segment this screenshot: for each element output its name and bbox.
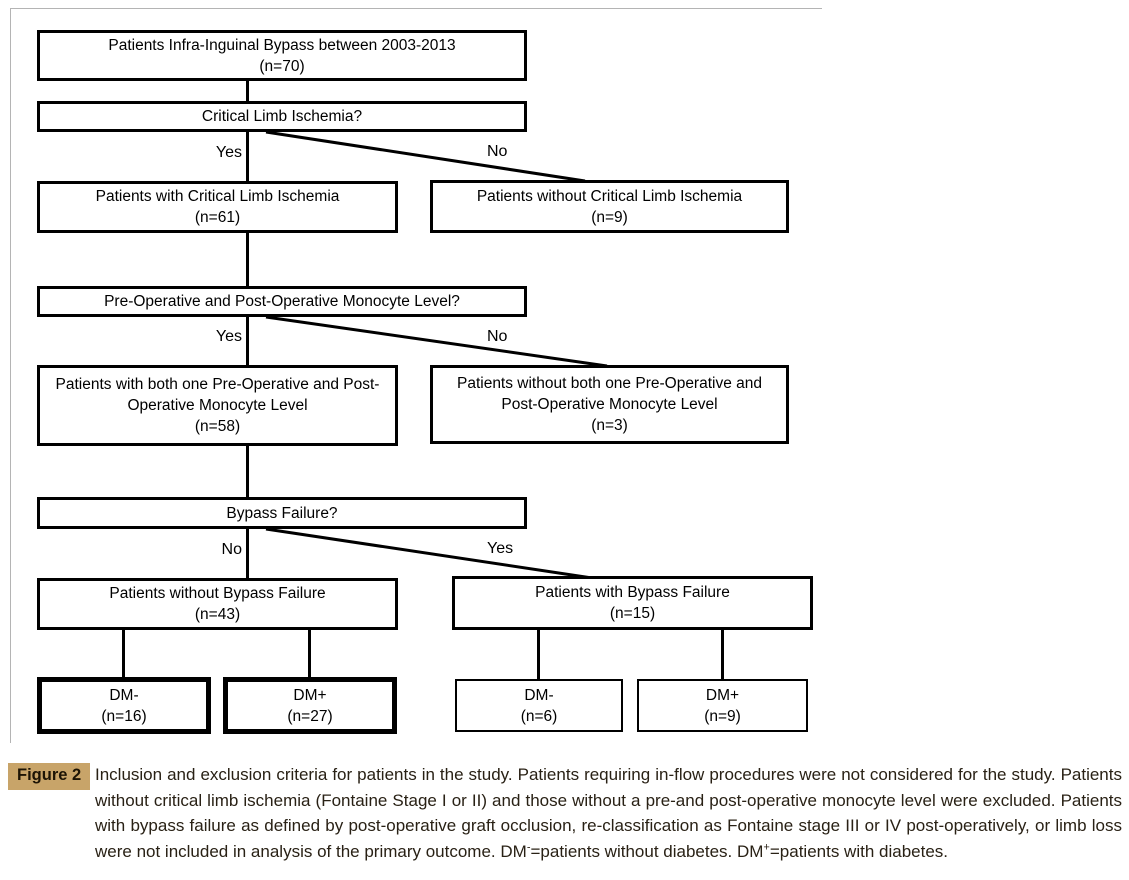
figure-caption: Inclusion and exclusion criteria for pat…	[95, 762, 1122, 864]
branch-label-q3-yes: Yes	[487, 540, 514, 557]
connector-nobf-dmneg	[122, 630, 125, 677]
connector-q1-yes	[246, 132, 249, 181]
node-with-monocyte-text: Patients with both one Pre-Operative and…	[55, 376, 380, 414]
node-dm-pos-nobf-n: (n=27)	[287, 707, 333, 725]
node-q2-text: Pre-Operative and Post-Operative Monocyt…	[104, 293, 460, 310]
node-q3-text: Bypass Failure?	[226, 504, 338, 522]
node-dm-negative-no-failure: DM- (n=16)	[37, 677, 211, 734]
node-dm-positive-failure: DM+ (n=9)	[637, 679, 808, 732]
branch-label-q2-no: No	[487, 328, 508, 345]
node-without-monocyte-n: (n=3)	[591, 417, 628, 434]
branch-label-q3-no: No	[221, 541, 242, 558]
node-dm-neg-nobf-text: DM-	[109, 686, 139, 704]
node-question-monocyte-level: Pre-Operative and Post-Operative Monocyt…	[37, 286, 527, 317]
connector-bf-dmpos	[721, 630, 724, 679]
node-without-monocyte: Patients without both one Pre-Operative …	[430, 365, 789, 444]
node-dm-neg-bf-n: (n=6)	[520, 707, 558, 725]
caption-text-2: =patients without diabetes. DM	[530, 841, 764, 861]
connector-q3-no	[246, 529, 249, 578]
figure-frame-top	[10, 8, 822, 9]
connector-root-q1	[246, 81, 249, 101]
node-without-cli-n: (n=9)	[591, 208, 628, 226]
node-dm-pos-nobf-text: DM+	[293, 686, 327, 704]
node-root: Patients Infra-Inguinal Bypass between 2…	[37, 30, 527, 81]
branch-label-q1-no: No	[487, 143, 508, 160]
node-with-bf-n: (n=15)	[609, 605, 656, 622]
node-with-bypass-failure: Patients with Bypass Failure (n=15)	[452, 576, 813, 630]
node-with-cli-text: Patients with Critical Limb Ischemia	[95, 188, 340, 205]
caption-sup-minus: -	[526, 840, 531, 853]
node-without-bypass-failure: Patients without Bypass Failure (n=43)	[37, 578, 398, 630]
node-question-critical-limb-ischemia: Critical Limb Ischemia?	[37, 101, 527, 132]
caption-sup-plus: +	[763, 840, 770, 853]
node-dm-pos-bf-n: (n=9)	[704, 707, 741, 725]
node-q1-text: Critical Limb Ischemia?	[201, 108, 363, 125]
connector-nobf-dmpos	[308, 630, 311, 677]
caption-text-3: =patients with diabetes.	[769, 841, 949, 861]
node-without-monocyte-text: Patients without both one Pre-Operative …	[456, 375, 763, 413]
node-dm-positive-no-failure: DM+ (n=27)	[223, 677, 397, 734]
node-with-monocyte-n: (n=58)	[194, 418, 241, 435]
node-with-bf-text: Patients with Bypass Failure	[535, 584, 730, 601]
node-dm-negative-failure: DM- (n=6)	[455, 679, 623, 732]
connector-bf-dmneg	[537, 630, 540, 679]
connector-withcli-q2	[246, 233, 249, 286]
node-without-bf-text: Patients without Bypass Failure	[109, 585, 326, 602]
node-dm-neg-nobf-n: (n=16)	[101, 707, 147, 725]
node-without-cli-text: Patients without Critical Limb Ischemia	[476, 187, 743, 205]
node-dm-neg-bf-text: DM-	[524, 686, 554, 704]
figure-label-badge: Figure 2	[8, 763, 91, 790]
connector-q2-yes	[246, 317, 249, 365]
caption-text-1: Inclusion and exclusion criteria for pat…	[95, 765, 1122, 861]
node-question-bypass-failure: Bypass Failure?	[37, 497, 527, 529]
figure-frame-left	[10, 8, 11, 743]
node-root-n: (n=70)	[259, 57, 305, 75]
node-with-cli: Patients with Critical Limb Ischemia (n=…	[37, 181, 398, 233]
node-with-monocyte: Patients with both one Pre-Operative and…	[37, 365, 398, 446]
node-dm-pos-bf-text: DM+	[705, 686, 740, 704]
branch-label-q1-yes: Yes	[215, 144, 242, 161]
node-with-cli-n: (n=61)	[194, 209, 241, 226]
connector-withmono-q3	[246, 446, 249, 497]
node-root-text: Patients Infra-Inguinal Bypass between 2…	[108, 36, 456, 54]
node-without-cli: Patients without Critical Limb Ischemia …	[430, 180, 789, 233]
node-without-bf-n: (n=43)	[194, 606, 241, 623]
branch-label-q2-yes: Yes	[215, 328, 242, 345]
